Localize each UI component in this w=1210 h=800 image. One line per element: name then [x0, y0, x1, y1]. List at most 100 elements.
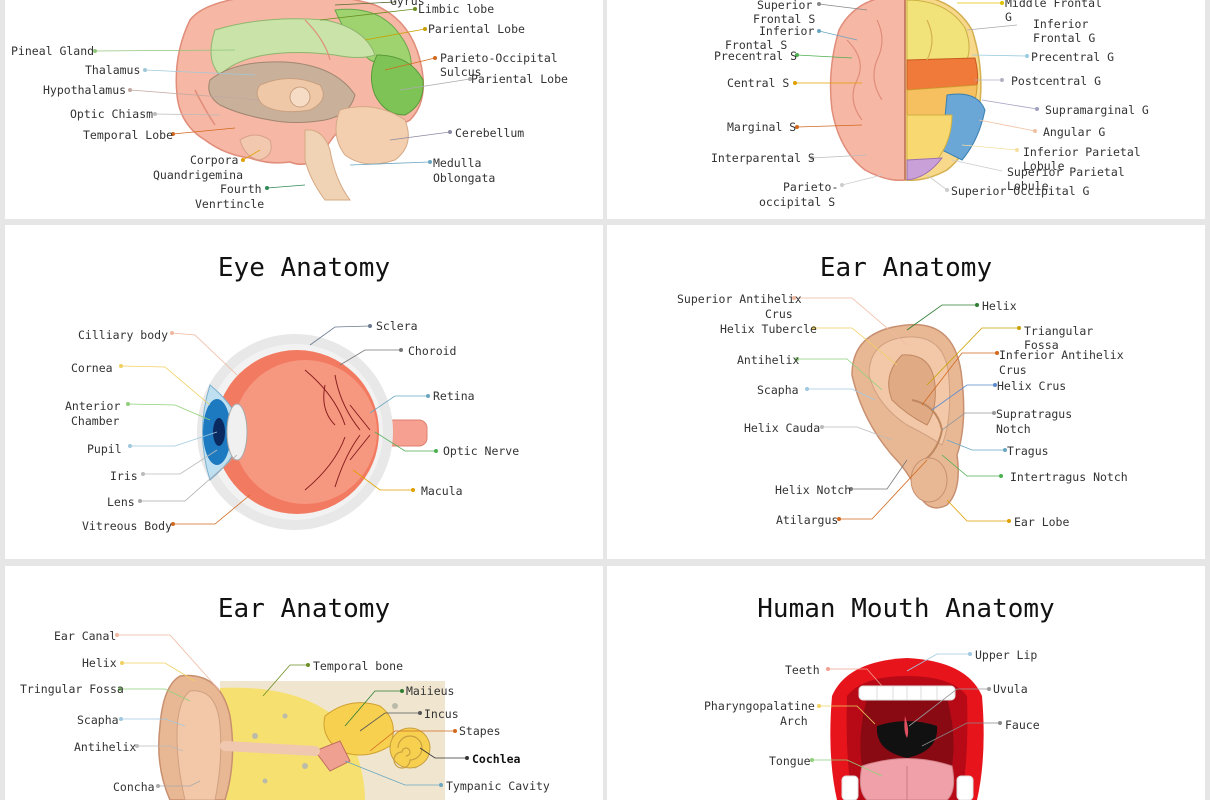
label-supramarginal-g: Supramarginal G: [1045, 103, 1149, 117]
label-postcentral-g: Postcentral G: [1011, 74, 1101, 88]
label-helix: Helix: [82, 656, 117, 670]
brain-sagittal-panel: Gyrus Limbic lobe Pariental Lobe Pineal …: [5, 0, 603, 219]
label-superior-parietal-lobule-2: Lobule: [1007, 179, 1049, 193]
label-triangular-fossa-2: Fossa: [1024, 338, 1059, 352]
label-thalamus: Thalamus: [85, 63, 140, 77]
ear-inner-callouts: [117, 634, 467, 787]
ear-outer-illustration: [851, 323, 965, 509]
mouth-title: Human Mouth Anatomy: [757, 594, 1055, 624]
label-pharyngopalatine-arch-1: Pharyngopalatine: [704, 699, 815, 713]
label-cerebellum: Cerebellum: [455, 126, 524, 140]
label-pharyngopalatine-arch-2: Arch: [780, 714, 808, 728]
label-helix-notch: Helix Notch: [775, 483, 851, 497]
label-parieto-occipital-s-1: Parieto-: [783, 180, 838, 194]
label-superior-frontal-s-2: Frontal S: [753, 12, 815, 26]
label-choroid: Choroid: [408, 344, 456, 358]
label-corpora-1: Corpora: [190, 153, 238, 167]
label-supratragus-notch-1: Supratragus: [996, 407, 1072, 421]
label-parieto-occipital-1: Parieto-Occipital: [440, 51, 558, 65]
label-medulla-1: Medulla: [433, 156, 481, 170]
brain-top-panel: Superior Frontal S Inferior Frontal S Pr…: [607, 0, 1205, 219]
ear-outer-title: Ear Anatomy: [819, 253, 993, 283]
label-inferior-parietal-lobule-1: Inferior Parietal: [1023, 145, 1141, 159]
label-central-s: Central S: [727, 76, 789, 90]
ear-inner-illustration: [158, 674, 445, 800]
label-tragus: Tragus: [1007, 444, 1049, 458]
label-helix-crus: Helix Crus: [997, 379, 1066, 393]
label-parietal-lobe-1: Pariental Lobe: [428, 22, 525, 36]
label-interparental-s: Interparental S: [711, 151, 815, 165]
mouth-callouts: [812, 653, 1000, 777]
eye-title: Eye Anatomy: [217, 253, 391, 283]
label-antihelix: Antihelix: [74, 740, 136, 754]
label-gyrus: Gyrus: [390, 0, 425, 8]
label-inferior-frontal-s-1: Inferior: [759, 24, 814, 38]
brain-top-illustration: [829, 0, 986, 182]
label-angular-g: Angular G: [1043, 125, 1105, 139]
mouth-panel: Human Mouth Anatomy: [607, 566, 1205, 800]
brain-top-callout-dots: [793, 1, 1039, 192]
label-teeth: Teeth: [785, 663, 820, 677]
ear-inner-figure: Ear Canal Helix Tringular Fossa Scapha A…: [20, 629, 550, 800]
label-uvula: Uvula: [993, 682, 1028, 696]
label-inferior-antihelix-crus-2: Crus: [999, 363, 1027, 377]
label-anterior-chamber-1: Anterior: [65, 399, 120, 413]
mouth-illustration: [830, 658, 984, 800]
label-precentral-g: Precentral G: [1031, 50, 1114, 64]
label-helix: Helix: [982, 299, 1017, 313]
label-superior-frontal-s-1: Superior: [757, 0, 812, 12]
label-stapes: Stapes: [459, 724, 501, 738]
ear-inner-panel: Ear Anatomy: [5, 566, 603, 800]
label-fourth-2: Venrtincle: [195, 197, 264, 211]
label-fourth-1: Fourth: [220, 182, 262, 196]
label-retina: Retina: [433, 389, 475, 403]
label-corpora-2: Quandrigemina: [153, 168, 243, 182]
label-parieto-occipital-2: Sulcus: [440, 65, 482, 79]
label-inferior-frontal-g-1: Inferior: [1033, 17, 1088, 31]
mouth-figure: Teeth Pharyngopalatine Arch Tongue Upper…: [704, 648, 1040, 800]
label-pupil: Pupil: [87, 442, 122, 456]
label-marginal-s: Marginal S: [727, 120, 796, 134]
label-triangular-fossa-1: Triangular: [1024, 324, 1093, 338]
mouth-callout-dots: [810, 652, 1002, 762]
label-ciliary-body: Cilliary body: [78, 328, 168, 342]
ear-outer-callouts: [794, 297, 1019, 522]
label-intertragus-notch: Intertragus Notch: [1010, 470, 1128, 484]
label-superior-occipital-g: Superior Occipital G: [951, 184, 1090, 198]
ear-outer-callout-dots: [792, 296, 1021, 523]
label-inferior-parietal-lobule-2: Lobule: [1023, 159, 1065, 173]
label-vitreous-body: Vitreous Body: [82, 519, 172, 533]
brain-sagittal-callouts: [94, 1, 471, 189]
label-temporal-lobe: Temporal Lobe: [83, 128, 173, 142]
label-medulla-2: Oblongata: [433, 171, 495, 185]
brain-sagittal-illustration: [175, 0, 425, 201]
brain-sagittal-figure: Gyrus Limbic lobe Pariental Lobe Pineal …: [11, 0, 568, 211]
label-supratragus-notch-2: Notch: [996, 422, 1031, 436]
label-fauce: Fauce: [1005, 718, 1040, 732]
ear-outer-figure: Superior Antihelix Crus Helix Tubercle A…: [677, 292, 1128, 529]
eye-panel: Eye Anatomy: [5, 225, 603, 559]
label-helix-cauda: Helix Cauda: [744, 421, 820, 435]
label-inferior-frontal-g-2: Frontal G: [1033, 31, 1095, 45]
label-triangular-fossa: Tringular Fossa: [20, 682, 124, 696]
label-scapha: Scapha: [757, 383, 799, 397]
label-cornea: Cornea: [71, 361, 113, 375]
label-inferior-antihelix-crus-1: Inferior Antihelix: [999, 348, 1124, 362]
label-optic-nerve: Optic Nerve: [443, 444, 519, 458]
label-atilargus: Atilargus: [776, 513, 838, 527]
label-tympanic-cavity: Tympanic Cavity: [446, 779, 550, 793]
label-inferior-frontal-s-2: Frontal S: [725, 38, 787, 52]
brain-top-figure: Superior Frontal S Inferior Frontal S Pr…: [711, 0, 1149, 209]
label-sclera: Sclera: [376, 319, 418, 333]
label-malleus: Maiieus: [406, 684, 454, 698]
label-middle-frontal-g-1: Middle Frontal: [1005, 0, 1102, 10]
eye-illustration: [197, 334, 428, 530]
label-ear-canal: Ear Canal: [54, 629, 116, 643]
label-antihelix: Antihelix: [737, 353, 799, 367]
brain-top-callouts: [795, 2, 1038, 191]
label-lens: Lens: [107, 495, 135, 509]
ear-inner-title: Ear Anatomy: [217, 594, 391, 624]
label-superior-antihelix-crus-1: Superior Antihelix: [677, 292, 802, 306]
label-precentral-s: Precentral S: [714, 49, 797, 63]
